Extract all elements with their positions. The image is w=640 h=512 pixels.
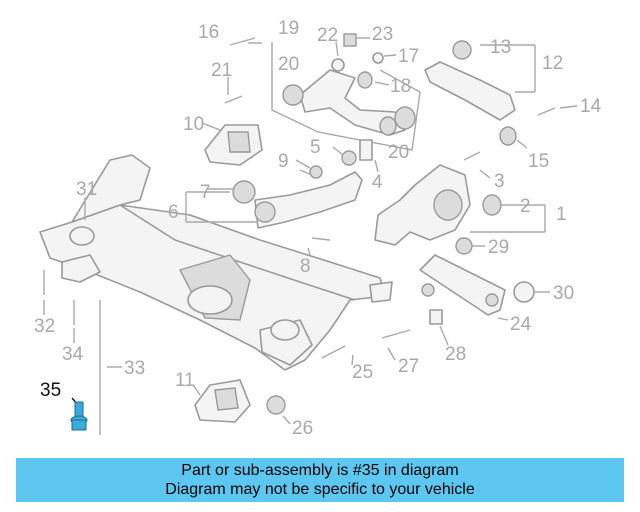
label-23: 23 [372, 24, 393, 45]
label-6: 6 [168, 202, 179, 223]
upper-control-arm[interactable] [282, 69, 416, 136]
label-25: 25 [352, 362, 373, 383]
label-2: 2 [520, 196, 531, 217]
label-34: 34 [62, 344, 84, 365]
label-24: 24 [510, 314, 532, 335]
label-31: 31 [76, 179, 97, 200]
lower-control-arm[interactable] [232, 171, 363, 229]
label-14: 14 [580, 96, 602, 117]
wheel-knuckle[interactable] [374, 164, 502, 246]
label-30: 30 [553, 283, 574, 304]
label-21: 21 [211, 60, 232, 81]
label-19: 19 [278, 18, 299, 39]
small-parts [266, 33, 535, 415]
label-29: 29 [488, 237, 509, 258]
label-20b: 20 [388, 142, 409, 163]
label-12: 12 [542, 53, 563, 74]
toe-link[interactable] [419, 254, 506, 316]
label-28: 28 [445, 344, 466, 365]
label-18: 18 [390, 76, 411, 97]
label-9: 9 [278, 151, 289, 172]
label-16: 16 [198, 22, 219, 43]
lateral-link[interactable] [424, 40, 517, 146]
label-13: 13 [490, 37, 511, 58]
label-27: 27 [398, 356, 419, 377]
label-15: 15 [528, 151, 549, 172]
label-3: 3 [494, 171, 505, 192]
label-35-highlighted: 35 [40, 380, 61, 401]
bolts [43, 37, 556, 435]
mount-10[interactable] [204, 124, 263, 166]
label-5: 5 [310, 137, 321, 158]
label-10: 10 [183, 114, 204, 135]
label-20a: 20 [278, 54, 299, 75]
label-32: 32 [34, 316, 55, 337]
label-8: 8 [300, 256, 311, 277]
label-26: 26 [292, 418, 313, 439]
rear-subframe[interactable] [39, 154, 393, 371]
banner-line-2: Diagram may not be specific to your vehi… [165, 481, 475, 498]
label-33: 33 [124, 358, 145, 379]
label-1: 1 [556, 204, 567, 225]
mount-11[interactable] [194, 379, 251, 423]
parts-diagram: 1 2 3 4 5 6 7 8 9 10 11 12 13 14 15 16 1… [34, 18, 602, 439]
part-35-bolt[interactable] [70, 397, 88, 431]
label-4: 4 [372, 172, 383, 193]
info-banner: Part or sub-assembly is #35 in diagram D… [16, 458, 624, 502]
leader-lines [43, 37, 578, 425]
banner-line-1: Part or sub-assembly is #35 in diagram [181, 462, 459, 479]
label-17: 17 [398, 46, 419, 67]
label-7: 7 [200, 182, 211, 203]
label-11: 11 [175, 370, 195, 391]
label-22: 22 [317, 25, 338, 46]
